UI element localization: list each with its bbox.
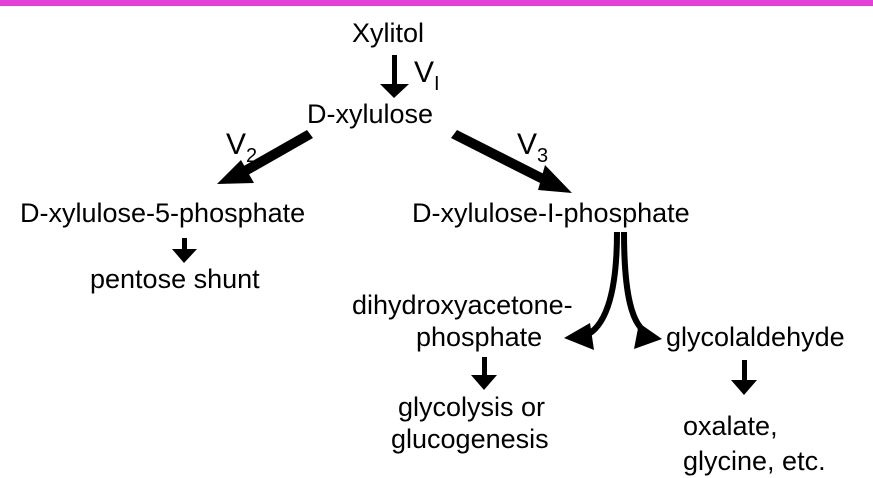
enzyme-v2: V2: [226, 128, 257, 167]
arrow-xylitol-to-xylulose: [380, 55, 409, 98]
arrow-to-pentose-shunt: [172, 238, 197, 263]
enzyme-v3: V3: [517, 128, 548, 167]
node-oxalate-line2: glycine, etc.: [683, 446, 826, 476]
node-d-xylulose-1-phosphate: D-xylulose-I-phosphate: [412, 198, 690, 228]
arrow-v3-to-xylulose-1-phosphate: [451, 130, 572, 193]
node-dhap-line1: dihydroxyacetone-: [352, 290, 573, 320]
node-oxalate-line1: oxalate,: [683, 411, 778, 441]
node-glycolysis-line2: glucogenesis: [391, 424, 549, 454]
node-xylitol: Xylitol: [352, 18, 424, 48]
arrow-to-glycolysis: [471, 357, 497, 390]
node-d-xylulose-5-phosphate: D-xylulose-5-phosphate: [20, 198, 305, 228]
branch-arrows-from-xylulose-1-phosphate: [564, 231, 662, 350]
node-glycolysis-line1: glycolysis or: [398, 392, 545, 422]
arrow-to-oxalate: [731, 360, 757, 395]
node-dhap-line2: phosphate: [416, 322, 542, 352]
node-d-xylulose: D-xylulose: [307, 99, 433, 129]
node-glycolaldehyde: glycolaldehyde: [666, 322, 845, 352]
node-pentose-shunt: pentose shunt: [90, 264, 260, 294]
enzyme-v1: VI: [414, 56, 440, 95]
top-color-bar: [0, 0, 873, 6]
arrow-v2-to-xylulose-5-phosphate: [217, 130, 313, 184]
